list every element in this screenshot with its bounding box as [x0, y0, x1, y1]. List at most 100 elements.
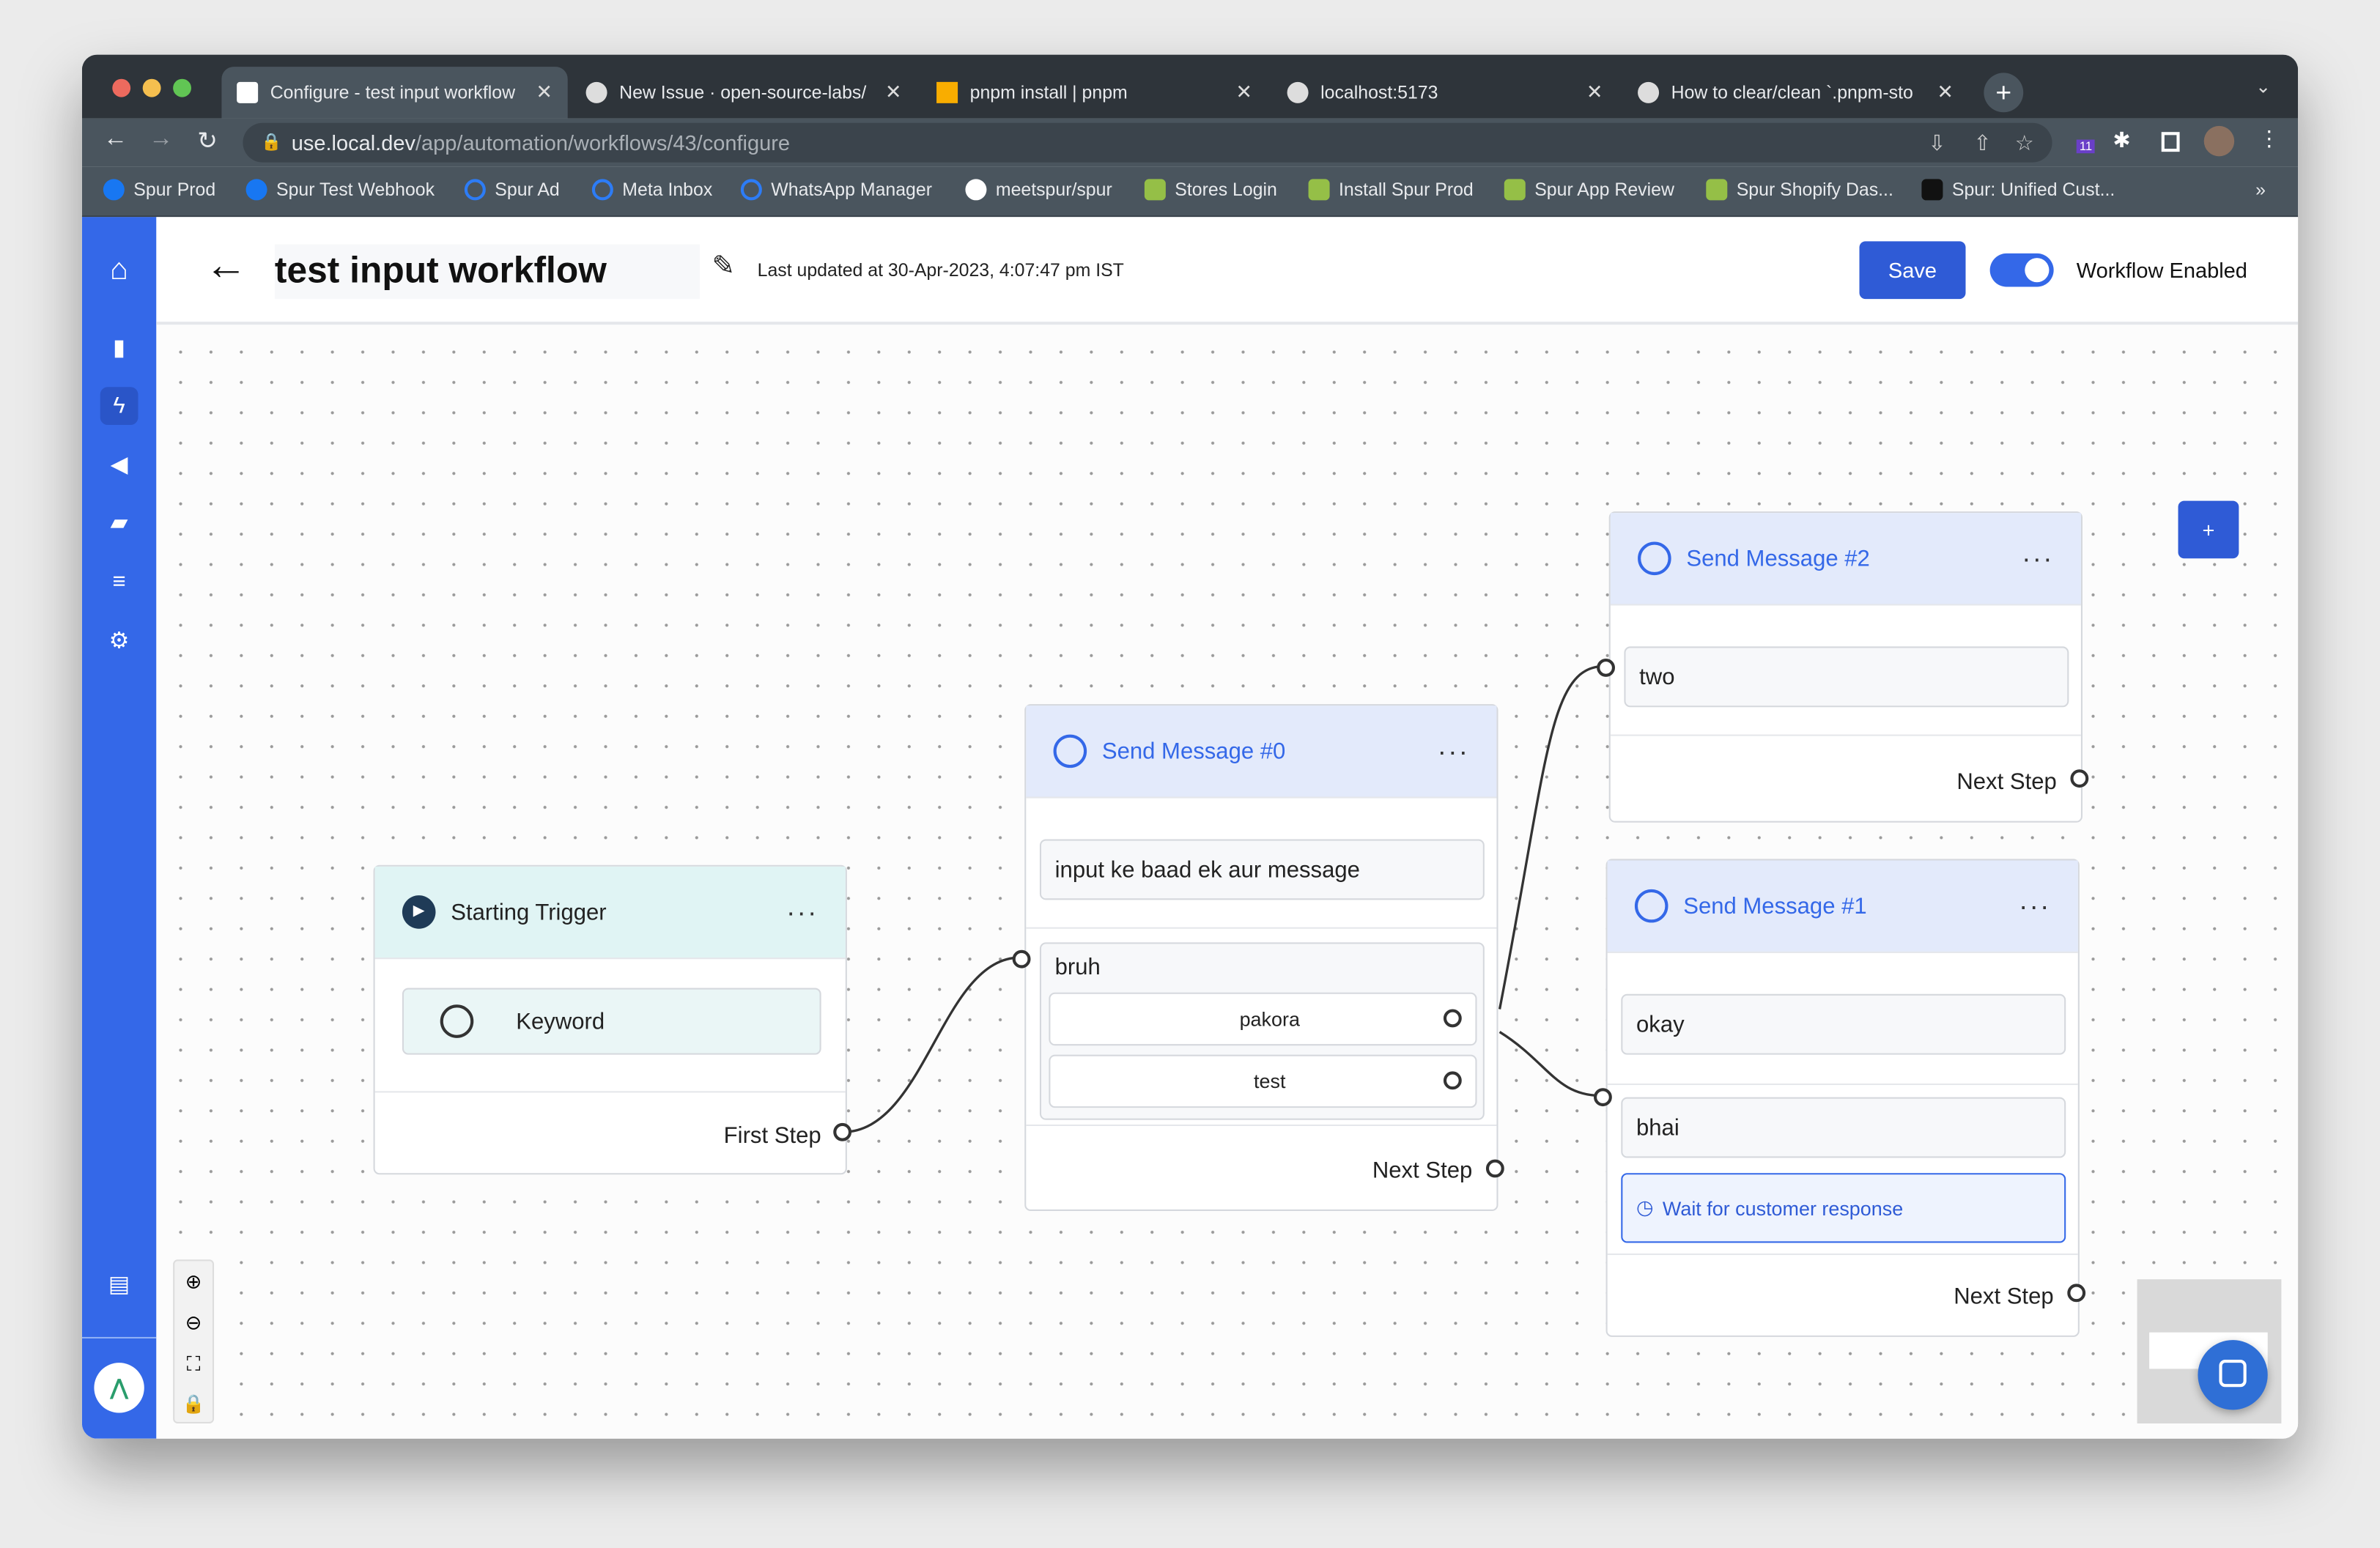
- new-tab-button[interactable]: +: [1984, 73, 2024, 113]
- bookmarks-bar: Spur Prod Spur Test Webhook Spur Ad Meta…: [81, 166, 2299, 218]
- more-options-icon[interactable]: ···: [786, 896, 818, 927]
- bookmark-item[interactable]: Install Spur Prod: [1308, 179, 1474, 201]
- extension-badge[interactable]: 11: [2076, 139, 2096, 154]
- button-test[interactable]: test: [1049, 1054, 1477, 1108]
- bookmark-item[interactable]: Spur Ad: [464, 179, 560, 201]
- spur-logo-icon[interactable]: ⌂: [110, 253, 129, 287]
- install-icon[interactable]: ⇩: [1928, 130, 1946, 155]
- close-window-button[interactable]: [112, 78, 131, 97]
- side-panel-icon[interactable]: [2161, 132, 2180, 152]
- tab-pnpm[interactable]: pnpm install | pnpm✕: [921, 67, 1267, 118]
- globe-icon: [1287, 81, 1309, 103]
- input-handle[interactable]: [1597, 659, 1616, 677]
- edge-pakora-to-msg2[interactable]: [1498, 664, 1605, 1010]
- tab-stackoverflow[interactable]: How to clear/clean `.pnpm-sto✕: [1622, 67, 1968, 118]
- more-options-icon[interactable]: ···: [1437, 735, 1470, 766]
- output-handle[interactable]: [2067, 1284, 2086, 1303]
- output-handle[interactable]: [1485, 1159, 1504, 1178]
- workflow-enabled-toggle[interactable]: [1989, 253, 2054, 287]
- button-pakora[interactable]: pakora: [1049, 992, 1477, 1046]
- tab-configure[interactable]: Configure - test input workflow✕: [221, 67, 568, 119]
- close-tab-icon[interactable]: ✕: [1586, 80, 1603, 103]
- add-node-button[interactable]: +: [2178, 500, 2239, 559]
- bookmark-item[interactable]: Spur Shopify Das...: [1706, 179, 1893, 201]
- zoom-out-icon[interactable]: ⊖: [185, 1311, 202, 1334]
- output-handle[interactable]: [2070, 769, 2089, 788]
- save-button[interactable]: Save: [1859, 241, 1966, 300]
- account-avatar[interactable]: ⋀: [94, 1363, 144, 1413]
- bookmark-item[interactable]: meetspur/spur: [965, 179, 1112, 201]
- input-text[interactable]: bhai: [1621, 1097, 2066, 1158]
- message-text[interactable]: input ke baad ek aur message: [1039, 839, 1485, 900]
- node-starting-trigger[interactable]: ▶ Starting Trigger ··· Keyword First Ste…: [373, 864, 852, 1175]
- bookmark-item[interactable]: WhatsApp Manager: [740, 179, 932, 201]
- close-tab-icon[interactable]: ✕: [884, 80, 902, 103]
- node-header: Send Message #1 ···: [1607, 860, 2078, 953]
- bookmark-item[interactable]: Stores Login: [1144, 179, 1277, 201]
- whatsapp-icon: [440, 1004, 474, 1038]
- bookmark-label: Install Spur Prod: [1339, 179, 1474, 201]
- button-label: test: [1254, 1070, 1286, 1093]
- button-handle[interactable]: [1443, 1071, 1462, 1090]
- last-updated-text: Last updated at 30-Apr-2023, 4:07:47 pm …: [757, 259, 1124, 281]
- keyword-trigger-box[interactable]: Keyword: [402, 988, 821, 1055]
- bookmark-item[interactable]: Meta Inbox: [591, 179, 713, 201]
- back-icon[interactable]: ←: [103, 125, 128, 152]
- node-send-message-1[interactable]: Send Message #1 ··· okay bhai ◷Wait for c…: [1594, 859, 2086, 1337]
- extensions-puzzle-icon[interactable]: ✱: [2113, 127, 2131, 152]
- profile-avatar[interactable]: [2203, 125, 2235, 157]
- back-arrow-icon[interactable]: ←: [204, 241, 248, 289]
- lock-icon[interactable]: 🔒: [182, 1393, 205, 1415]
- database-icon[interactable]: ≡: [112, 569, 126, 596]
- close-tab-icon[interactable]: ✕: [536, 80, 553, 103]
- edge-test-to-msg1[interactable]: [1498, 1031, 1602, 1097]
- bookmark-item[interactable]: Spur Test Webhook: [245, 179, 435, 201]
- docs-icon[interactable]: ▤: [108, 1271, 130, 1298]
- url-input[interactable]: 🔒 use.local.dev/app/automation/workflows…: [243, 122, 2052, 163]
- minimize-window-button[interactable]: [142, 78, 161, 97]
- chat-icon[interactable]: ▰: [110, 510, 128, 536]
- forward-icon[interactable]: →: [149, 125, 174, 152]
- fit-view-icon[interactable]: ⛶: [186, 1352, 201, 1375]
- tab-list-chevron-icon[interactable]: ⌄: [2255, 75, 2271, 97]
- workflow-header: ← test input workflow ✎ Last updated at …: [156, 217, 2299, 325]
- zoom-in-icon[interactable]: ⊕: [185, 1270, 202, 1293]
- tab-title: New Issue · open-source-labs/: [619, 81, 867, 103]
- bookmarks-overflow-button[interactable]: »: [2255, 179, 2266, 200]
- more-options-icon[interactable]: ···: [2022, 542, 2054, 573]
- bookmark-star-icon[interactable]: ☆: [2014, 130, 2034, 155]
- wait-for-response-button[interactable]: ◷Wait for customer response: [1621, 1173, 2066, 1243]
- bookmark-item[interactable]: Spur Prod: [103, 179, 215, 201]
- node-header: Send Message #2···: [1610, 513, 2081, 606]
- analytics-bar-chart-icon[interactable]: ▮: [113, 335, 126, 362]
- more-options-icon[interactable]: ···: [2019, 889, 2051, 921]
- bookmark-item[interactable]: Spur: Unified Cust...: [1921, 179, 2115, 201]
- workflow-title-input[interactable]: test input workflow: [274, 244, 700, 300]
- message-text[interactable]: two: [1624, 646, 2069, 708]
- tab-new-issue[interactable]: New Issue · open-source-labs/ ✕: [571, 67, 917, 118]
- tab-localhost[interactable]: localhost:5173✕: [1272, 67, 1618, 118]
- bookmark-label: Meta Inbox: [622, 179, 713, 201]
- input-handle[interactable]: [1012, 949, 1031, 969]
- kebab-menu-icon[interactable]: ⋮: [2258, 125, 2280, 151]
- close-tab-icon[interactable]: ✕: [1937, 80, 1954, 103]
- maximize-window-button[interactable]: [173, 78, 192, 97]
- reload-icon[interactable]: ↻: [197, 129, 218, 155]
- edit-pencil-icon[interactable]: ✎: [712, 250, 735, 281]
- edge-trigger-to-msg0[interactable]: [842, 956, 1021, 1133]
- message-text[interactable]: okay: [1621, 993, 2066, 1055]
- button-handle[interactable]: [1443, 1009, 1462, 1028]
- share-icon[interactable]: ⇧: [1973, 130, 1992, 155]
- node-send-message-2[interactable]: Send Message #2··· two Next Step: [1597, 511, 2089, 823]
- bookmark-item[interactable]: Spur App Review: [1504, 179, 1674, 201]
- megaphone-icon[interactable]: ◀: [110, 452, 128, 478]
- input-handle[interactable]: [1594, 1088, 1612, 1107]
- output-handle[interactable]: [833, 1122, 852, 1141]
- node-title: Send Message #1: [1683, 893, 1867, 919]
- automation-bolt-icon[interactable]: ϟ: [100, 387, 138, 426]
- chat-support-button[interactable]: [2198, 1340, 2268, 1410]
- divider: [1026, 1124, 1497, 1127]
- close-tab-icon[interactable]: ✕: [1235, 80, 1252, 103]
- settings-gear-icon[interactable]: ⚙: [108, 628, 130, 654]
- node-send-message-0[interactable]: Send Message #0··· input ke baad ek aur …: [1012, 704, 1504, 1212]
